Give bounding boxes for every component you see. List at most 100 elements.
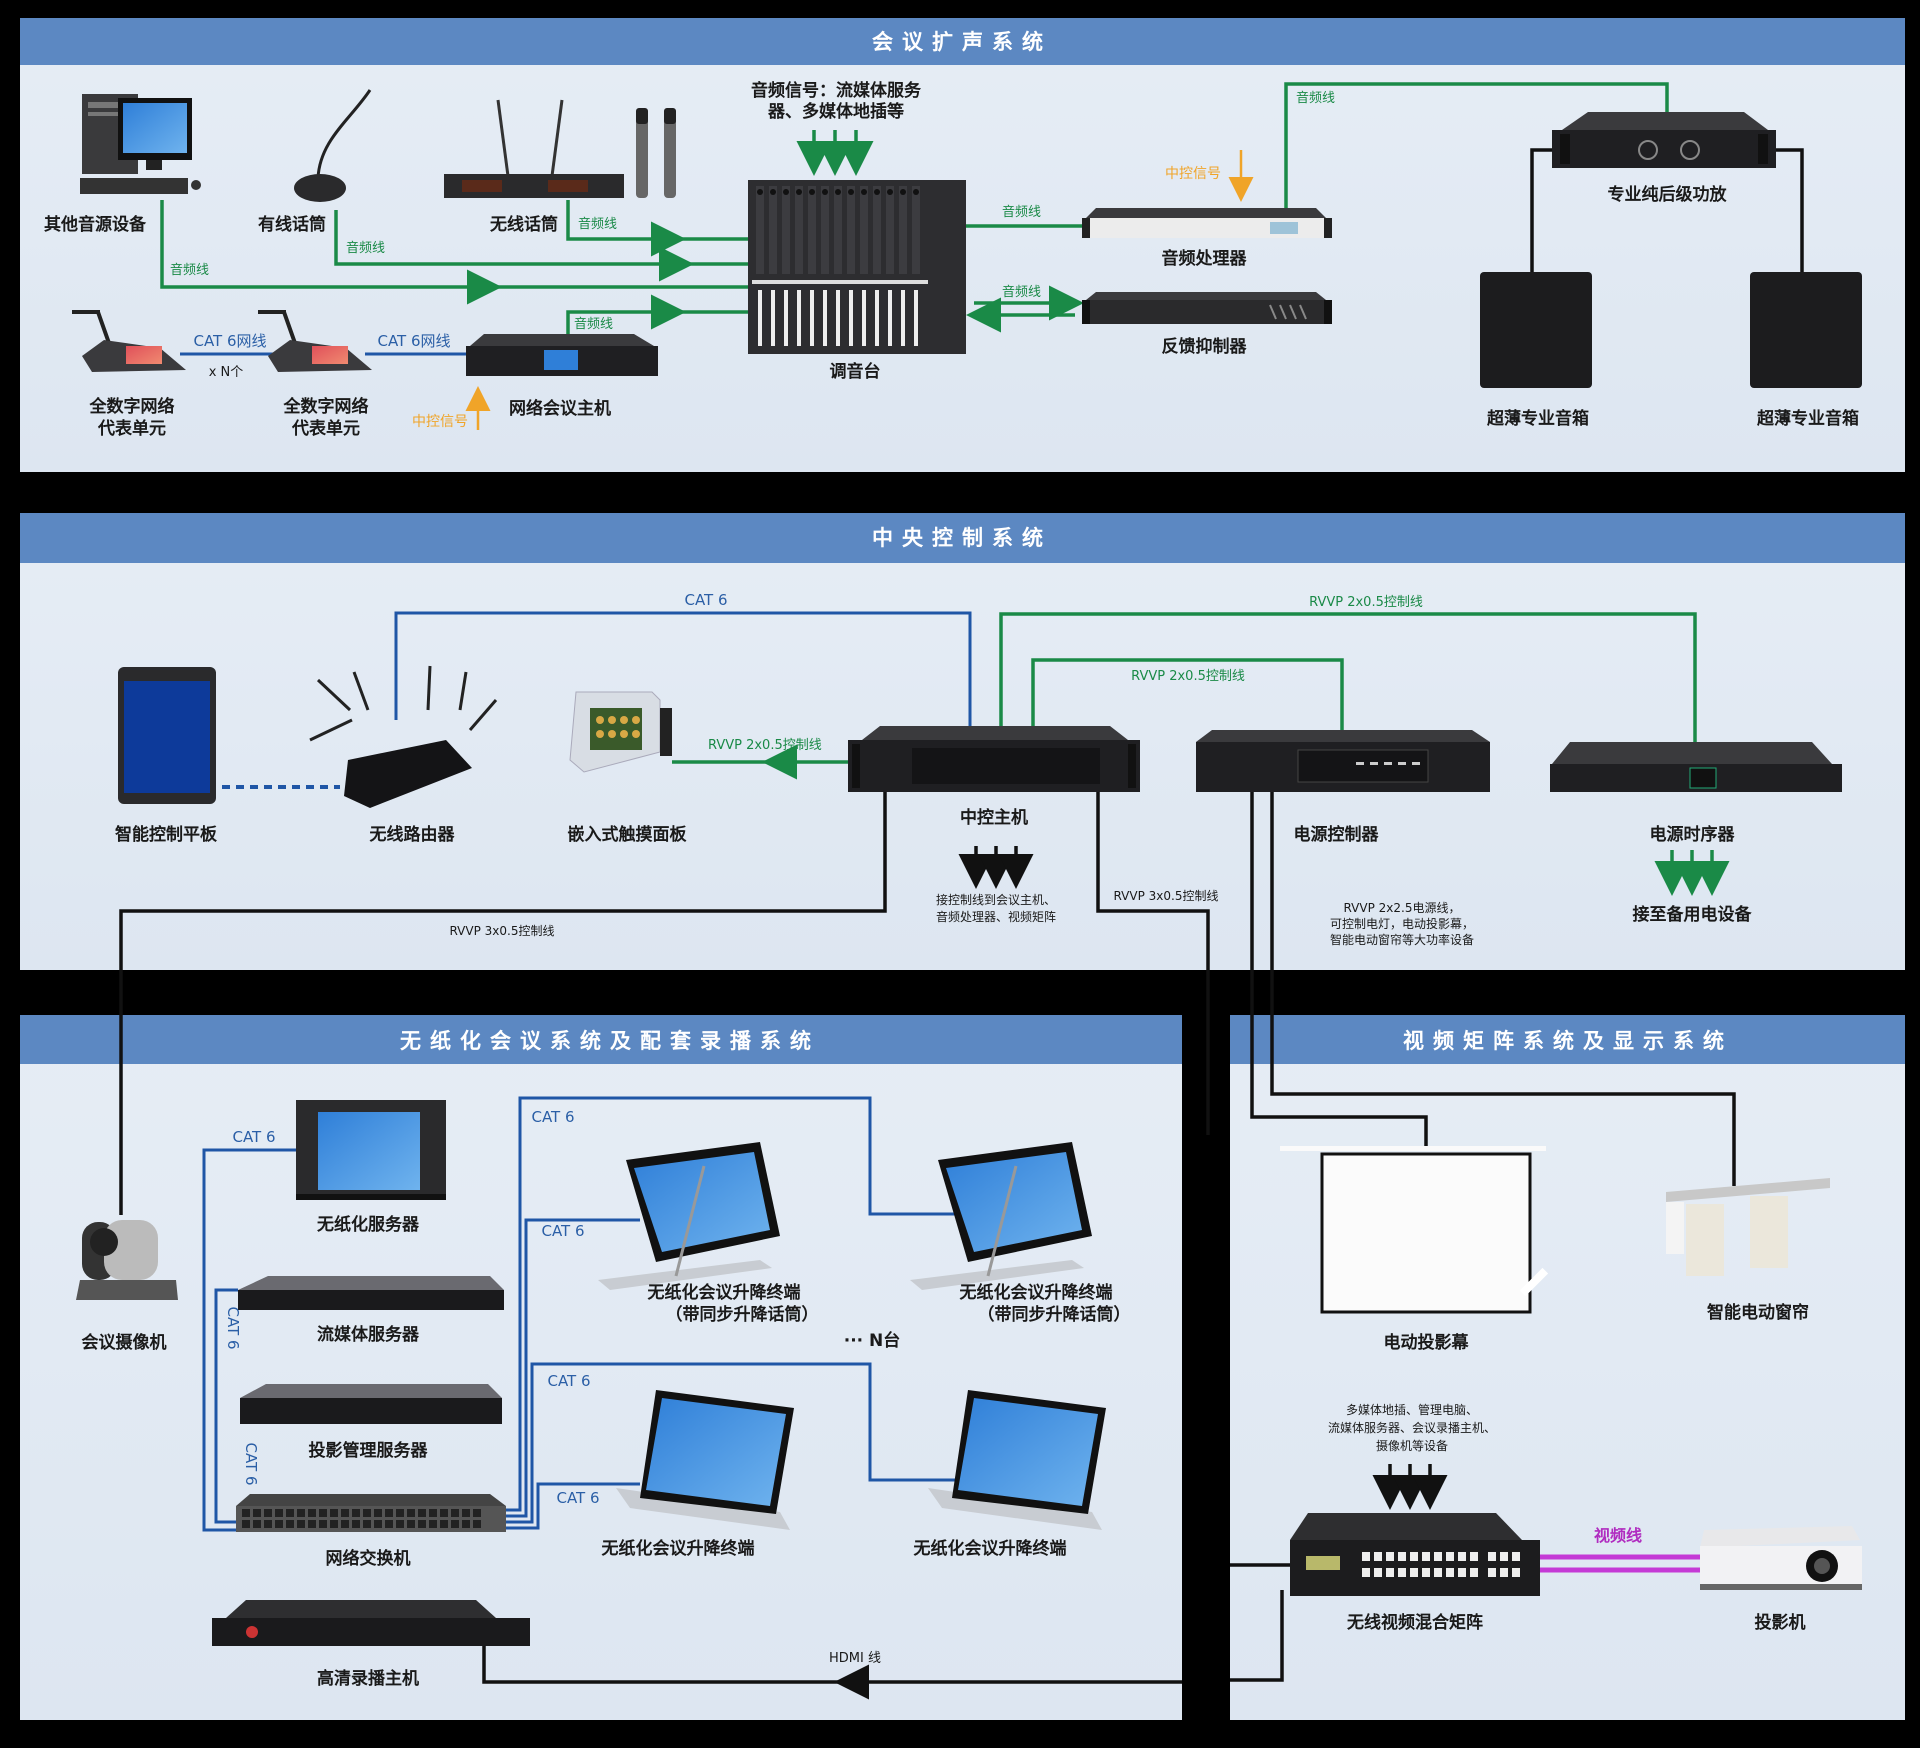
cat6-wire	[394, 611, 972, 730]
wire-label: 音频线	[346, 240, 385, 256]
device-label: 超薄专业音箱	[1757, 408, 1859, 429]
wire-label: 音频线	[1002, 204, 1041, 220]
wire-label: RVVP 2x0.5控制线	[1131, 669, 1245, 684]
pc-icon	[80, 94, 201, 194]
device-label: 智能电动窗帘	[1707, 1302, 1809, 1323]
device-label: 无纸化会议升降终端	[647, 1282, 801, 1303]
device-label: 全数字网络	[283, 396, 369, 417]
wire-label: HDMI 线	[829, 1651, 881, 1666]
power-controller-icon	[1196, 730, 1490, 792]
wire-label: RVVP 3x0.5控制线	[450, 924, 555, 938]
device-label: 其他音源设备	[44, 214, 147, 235]
wire-label: 音频线	[1296, 90, 1335, 106]
audio-processor-icon	[1082, 208, 1332, 238]
delegate-unit-icon	[258, 310, 372, 372]
device-label: 会议摄像机	[82, 1332, 167, 1353]
device-label: 代表单元	[97, 418, 166, 439]
speaker-wire	[1766, 148, 1804, 273]
wire-label: 音频线	[1002, 284, 1041, 300]
central-control-host-icon	[848, 726, 1140, 792]
device-label: 专业纯后级功放	[1608, 184, 1728, 205]
wire-label: CAT 6网线	[377, 332, 450, 350]
control-tablet-icon	[118, 667, 216, 804]
panel-header	[20, 513, 1905, 563]
wire-label: CAT 6网线	[193, 332, 266, 350]
note-text: RVVP 2x2.5电源线，	[1344, 901, 1461, 915]
wire-label: CAT 6	[224, 1306, 242, 1349]
power-wire	[1250, 1015, 1428, 1148]
panel-title: 会议扩声系统	[872, 30, 1052, 54]
multiplier-note: x N个	[209, 365, 244, 380]
device-label: 无纸化服务器	[316, 1214, 420, 1235]
panel-sound-system: 会议扩声系统 其他音源设备	[20, 18, 1905, 472]
wire-label: RVVP 2x0.5控制线	[708, 738, 822, 753]
wire-label: RVVP 2x0.5控制线	[1309, 595, 1423, 610]
note-text: 音频处理器、视频矩阵	[936, 909, 1056, 924]
wire-label: CAT 6	[541, 1222, 584, 1240]
lift-terminal-with-mic-icon	[910, 1142, 1092, 1290]
wire-label: CAT 6	[684, 591, 727, 609]
note-text: 器、多媒体地插等	[767, 101, 904, 122]
device-label: 电源时序器	[1650, 824, 1736, 845]
wire-label: CAT 6	[556, 1489, 599, 1507]
wire-label: 音频线	[578, 216, 617, 232]
control-signal-label: 中控信号	[412, 414, 468, 430]
cat6-wire	[506, 1362, 960, 1524]
device-label: 全数字网络	[89, 396, 175, 417]
panel-header	[20, 18, 1905, 65]
device-label: 投影机	[1755, 1612, 1806, 1633]
panel-title: 中央控制系统	[872, 526, 1052, 550]
power-sequencer-icon	[1550, 742, 1842, 792]
mixer-icon	[748, 180, 966, 354]
delegate-unit-icon	[72, 310, 186, 372]
device-label: 调音台	[830, 361, 881, 382]
device-label: 音频处理器	[1162, 248, 1248, 269]
cat6-wire	[506, 1482, 640, 1530]
audio-wire	[1284, 82, 1669, 210]
wire-label: 音频线	[170, 262, 209, 278]
speaker-icon	[1750, 272, 1862, 388]
device-label: 无线话筒	[489, 214, 558, 235]
network-switch-icon	[236, 1494, 506, 1532]
hdmi-wire	[482, 1642, 1182, 1684]
device-label: 电动投影幕	[1384, 1332, 1470, 1353]
wireless-receiver-icon	[444, 99, 676, 198]
wire-label: CAT 6	[232, 1128, 275, 1146]
wireless-router-icon	[309, 665, 498, 808]
cat6-wire	[506, 1218, 640, 1518]
gooseneck-mic-icon	[294, 89, 372, 202]
lift-terminal-icon	[616, 1390, 794, 1530]
device-label: 电源控制器	[1294, 824, 1380, 845]
projector-icon	[1700, 1526, 1862, 1590]
note-text: 可控制电灯，电动投影幕，	[1330, 916, 1474, 931]
wire-label: CAT 6	[531, 1108, 574, 1126]
panel-video-matrix: 视频矩阵系统及显示系统 电动投影幕 智能电动窗帘 多媒体地插、管理电脑、 流媒体…	[1230, 1015, 1905, 1720]
hdmi-wire	[1230, 1590, 1284, 1682]
device-label: 投影管理服务器	[309, 1440, 429, 1461]
wire-label: RVVP 3x0.5控制线	[1114, 889, 1219, 903]
audio-wire	[566, 200, 748, 241]
wire-label: CAT 6	[547, 1372, 590, 1390]
note-text: 流媒体服务器、会议录播主机、	[1328, 1420, 1496, 1435]
panel-header	[1230, 1015, 1905, 1064]
control-signal-label: 中控信号	[1165, 166, 1221, 182]
device-label: 超薄专业音箱	[1487, 408, 1589, 429]
recording-host-icon	[212, 1600, 530, 1646]
device-label: 网络交换机	[326, 1548, 411, 1569]
panel-title: 无纸化会议系统及配套录播系统	[400, 1029, 820, 1053]
paperless-server-icon	[296, 1100, 446, 1200]
wire-label: 视频线	[1594, 1526, 1642, 1545]
streaming-server-icon	[238, 1276, 504, 1310]
wire-label: 音频线	[574, 316, 613, 332]
panel-central-control: 中央控制系统 智能控制平板	[20, 513, 1905, 1185]
cat6-wire	[506, 1096, 960, 1512]
device-label: 无纸化会议升降终端	[601, 1538, 755, 1559]
wire-label: CAT 6	[242, 1442, 260, 1485]
note-text: 摄像机等设备	[1376, 1438, 1448, 1453]
panel-title: 视频矩阵系统及显示系统	[1403, 1029, 1733, 1053]
device-label: 无纸化会议升降终端	[913, 1538, 1067, 1559]
device-label: 中控主机	[960, 807, 1028, 828]
device-label: （带同步升降话筒）	[666, 1304, 819, 1325]
speaker-icon	[1480, 272, 1592, 388]
device-label: 智能控制平板	[115, 824, 218, 845]
